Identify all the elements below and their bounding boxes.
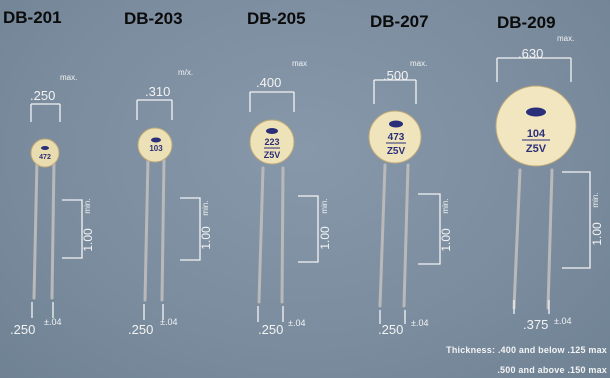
lead-length-bracket [62, 199, 83, 259]
lead-wire [160, 156, 166, 302]
logo-mark-icon [151, 137, 161, 143]
lead-min-label: min. [320, 198, 329, 213]
width-bracket [373, 79, 417, 104]
lead-length-bracket [180, 197, 201, 261]
lead-wire [402, 163, 410, 308]
capacitor-disc [137, 127, 173, 163]
lead-min-value: 1.00 [199, 226, 213, 250]
lead-length-bracket [298, 195, 319, 263]
width-value: .310 [145, 84, 170, 99]
cap-dielectric: Z5V [526, 143, 547, 155]
part-db-201: DB-201 .250 max. 472 min. 1.00 .250 ±.04 [3, 8, 95, 337]
lead-wire [280, 166, 285, 304]
lead-min-value: 1.00 [81, 228, 95, 252]
part-title: DB-207 [370, 12, 429, 31]
width-note: max. [557, 34, 574, 43]
spacing-value: .250 [258, 322, 283, 337]
spacing-ticks [379, 310, 406, 324]
width-note: m/x. [178, 68, 193, 77]
width-note: max. [410, 59, 427, 68]
part-db-203: DB-203 .310 m/x. 103 min. 1.00 .250 ±.04 [124, 9, 213, 337]
logo-mark-icon [266, 128, 278, 134]
cap-code: 472 [39, 154, 51, 161]
lead-wire [546, 168, 554, 310]
lead-wire [512, 168, 522, 310]
width-bracket [249, 91, 295, 112]
width-note: max. [60, 73, 77, 82]
lead-min-label: min. [591, 192, 600, 207]
lead-wire [32, 158, 39, 300]
lead-min-label: min. [201, 200, 210, 215]
width-bracket [136, 99, 173, 120]
part-db-205: DB-205 .400 max 223 Z5V min. 1.00 .250 ±… [247, 9, 332, 337]
part-title: DB-201 [3, 8, 62, 27]
logo-mark-icon [389, 120, 403, 128]
thickness-note-line2: .500 and above .150 max [497, 365, 607, 375]
width-bracket [30, 103, 61, 122]
spacing-value: .250 [10, 322, 35, 337]
part-db-209: DB-209 .630 max. 104 Z5V min. 1.00 .375 … [495, 13, 604, 332]
width-value: .400 [256, 75, 281, 90]
capacitor-disc [30, 138, 60, 168]
width-note: max [292, 59, 307, 68]
spacing-value: .250 [378, 322, 403, 337]
part-title: DB-205 [247, 9, 306, 28]
spacing-value: .250 [128, 322, 153, 337]
thickness-note-line1: Thickness: .400 and below .125 max [446, 345, 607, 355]
spacing-tolerance: ±.04 [411, 318, 428, 328]
width-value: .250 [30, 88, 55, 103]
lead-min-label: min. [83, 198, 92, 213]
spacing-tolerance: ±.04 [554, 316, 571, 326]
capacitor-disc [495, 85, 577, 167]
lead-min-value: 1.00 [590, 222, 604, 246]
spacing-ticks [31, 302, 54, 318]
width-bracket [496, 57, 572, 82]
part-title: DB-203 [124, 9, 183, 28]
cap-dielectric: Z5V [264, 150, 281, 160]
width-value: .630 [518, 46, 543, 61]
cap-dielectric: Z5V [387, 146, 406, 157]
lead-length-bracket [562, 171, 591, 269]
logo-mark-icon [526, 107, 546, 117]
spacing-ticks [143, 304, 164, 320]
lead-wire [143, 156, 150, 302]
lead-wire [50, 158, 56, 300]
lead-min-value: 1.00 [318, 226, 332, 250]
logo-mark-icon [41, 146, 49, 150]
lead-wire [257, 166, 265, 304]
spacing-tolerance: ±.04 [44, 317, 61, 327]
cap-code: 223 [264, 137, 279, 147]
cap-code: 104 [527, 128, 546, 140]
part-db-207: DB-207 .500 max. 473 Z5V min. 1.00 .250 … [368, 12, 453, 337]
part-title: DB-209 [497, 13, 556, 32]
spacing-value: .375 [523, 317, 548, 332]
capacitor-disc [249, 119, 295, 165]
lead-wire [378, 163, 387, 308]
lead-min-value: 1.00 [439, 228, 453, 252]
cap-code: 473 [388, 132, 405, 143]
cap-code: 103 [149, 144, 163, 153]
lead-length-bracket [418, 193, 441, 265]
capacitor-disc [368, 110, 422, 164]
width-value: .500 [383, 68, 408, 83]
spacing-tolerance: ±.04 [288, 318, 305, 328]
spacing-tolerance: ±.04 [160, 317, 177, 327]
lead-min-label: min. [441, 198, 450, 213]
spacing-ticks [257, 306, 284, 322]
spacing-ticks [513, 300, 550, 314]
